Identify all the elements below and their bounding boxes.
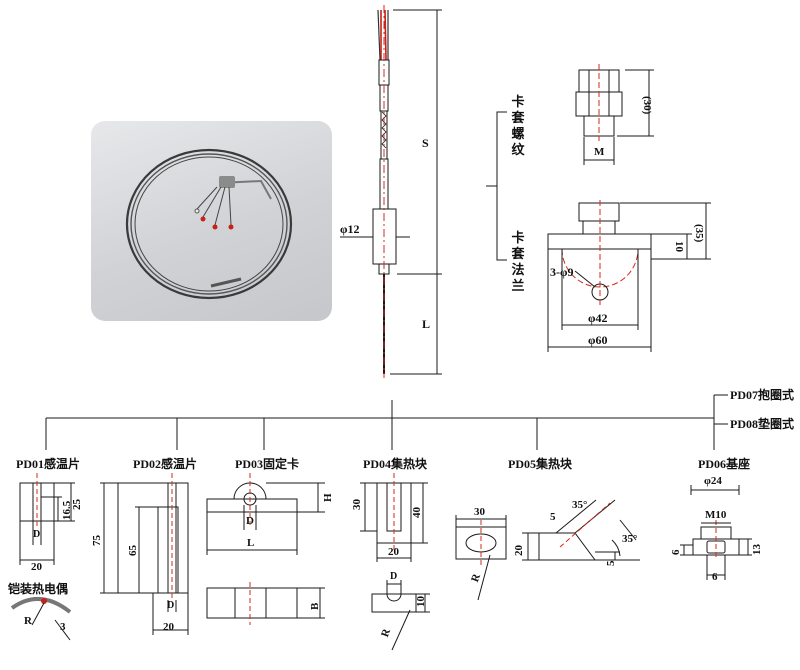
sheathed-tc-label: 铠装热电偶: [8, 582, 69, 596]
thermocouple-assembly: [340, 5, 442, 378]
dim-35: (35): [693, 224, 705, 243]
accessory-tree: [45, 394, 728, 450]
pd03-dim-L: L: [247, 537, 255, 549]
dim-M: M: [594, 146, 605, 158]
fitting-nut-drawing: [575, 64, 654, 165]
pd04-dim-D: D: [390, 571, 398, 582]
pd04-dim-40: 40: [411, 507, 423, 518]
pd06-dim-phi24: φ24: [704, 475, 722, 487]
dim-holes: 3-φ9: [550, 265, 574, 279]
pd04-dim-20: 20: [388, 546, 399, 558]
dim-phi60: φ60: [588, 333, 608, 347]
pd06-dim-6b: 6: [712, 571, 718, 583]
pd05-dim-35b: 35°: [622, 533, 638, 545]
pd01-dim-20: 20: [31, 561, 42, 573]
pd05-dim-20: 20: [513, 545, 525, 556]
product-photo: [91, 121, 332, 321]
pd03-dim-B: B: [309, 602, 321, 610]
fitting-flange-label: 卡套法兰: [511, 230, 525, 293]
pd03-drawing: [206, 473, 325, 625]
pd01-dim-25: 25: [71, 499, 83, 510]
pd04-drawing: [360, 473, 430, 651]
tc-dim-R: R: [24, 615, 32, 627]
dim-10: 10: [673, 241, 685, 252]
pd08-label: PD08垫圈式: [730, 417, 794, 431]
dim-30: (30): [641, 96, 653, 115]
pd05-dim-30: 30: [474, 506, 485, 518]
pd01-drawing: [10, 473, 75, 641]
pd03-dim-D: D: [246, 515, 254, 527]
pd06-dim-6a: 6: [670, 549, 682, 556]
pd04-dim-30: 30: [351, 499, 363, 510]
pd02-dim-65: 65: [127, 545, 139, 556]
pd03-label: PD03固定卡: [235, 457, 299, 471]
pd02-dim-20: 20: [163, 621, 174, 633]
pd02-drawing: [100, 473, 189, 635]
dim-L: L: [422, 317, 431, 331]
tc-dim-3: 3: [60, 621, 66, 633]
dim-phi42: φ42: [588, 311, 608, 325]
pd02-dim-D: D: [167, 600, 175, 611]
coiled-thermocouple-image: [125, 148, 293, 300]
pd07-label: PD07抱圈式: [730, 388, 794, 402]
dim-S: S: [422, 136, 429, 150]
pd06-label: PD06基座: [698, 457, 750, 471]
pd06-drawing: [680, 485, 752, 580]
pd05-label: PD05集热块: [508, 457, 572, 471]
pd05-dim-5a: 5: [550, 511, 556, 523]
pd02-label: PD02感温片: [133, 457, 197, 471]
pd01-dim-D: D: [33, 529, 41, 540]
pd04-label: PD04集热块: [363, 457, 427, 471]
dim-phi12: φ12: [340, 222, 360, 236]
pd06-dim-M10: M10: [705, 509, 727, 521]
pd05-dim-5b: 5: [605, 560, 617, 567]
pd05-drawing: [455, 499, 640, 601]
pd05-dim-35a: 35°: [572, 499, 588, 511]
fitting-nut-label: 卡套螺纹: [511, 94, 525, 157]
pd02-dim-75: 75: [91, 535, 103, 546]
pd03-dim-H: H: [322, 493, 334, 502]
pd01-label: PD01感温片: [16, 457, 80, 471]
pd04-dim-10: 10: [415, 596, 427, 607]
fitting-bracket: [496, 111, 507, 261]
fitting-flange-drawing: [547, 200, 711, 352]
pd06-dim-13: 13: [751, 544, 763, 555]
